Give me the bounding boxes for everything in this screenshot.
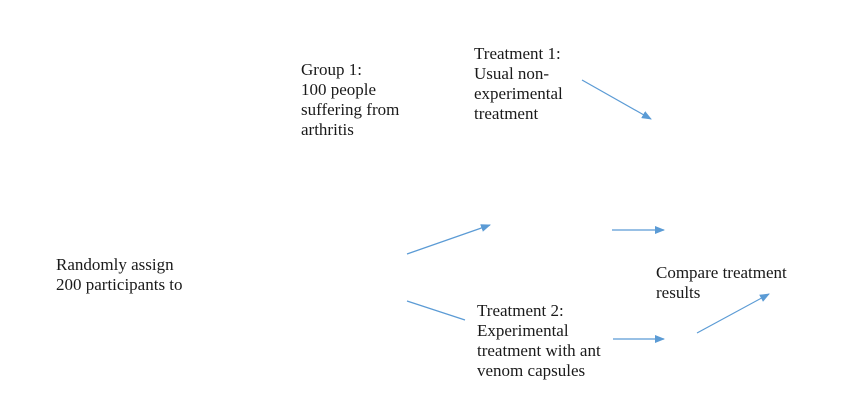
node-randomly-assign: Randomly assign 200 participants to bbox=[56, 255, 183, 295]
arrow-up-to-compare bbox=[696, 293, 770, 334]
node-treatment-2: Treatment 2: Experimental treatment with… bbox=[477, 301, 601, 381]
node-treatment-2-line-4: venom capsules bbox=[477, 361, 586, 380]
node-treatment-1-line-3: experimental bbox=[474, 84, 563, 103]
node-treatment-1-line-1: Treatment 1: bbox=[474, 44, 561, 63]
node-compare-results-line-1: Compare treatment bbox=[656, 263, 787, 282]
node-group-1-line-1: Group 1: bbox=[301, 60, 362, 79]
node-treatment-2-line-2: Experimental bbox=[477, 321, 569, 340]
node-group-1-line-4: arthritis bbox=[301, 120, 354, 139]
arrow-treatment1-to-compare bbox=[581, 79, 652, 120]
node-group-1-line-3: suffering from bbox=[301, 100, 400, 119]
node-compare-results: Compare treatment results bbox=[656, 263, 787, 303]
node-group-1-line-2: 100 people bbox=[301, 80, 377, 99]
line-assign-to-treatment2 bbox=[406, 300, 466, 321]
node-randomly-assign-line-2: 200 participants to bbox=[56, 275, 183, 294]
node-treatment-2-line-1: Treatment 2: bbox=[477, 301, 564, 320]
node-treatment-1-line-4: treatment bbox=[474, 104, 539, 123]
node-group-1: Group 1: 100 people suffering from arthr… bbox=[301, 60, 399, 140]
node-compare-results-line-2: results bbox=[656, 283, 701, 302]
node-treatment-1-line-2: Usual non- bbox=[474, 64, 550, 83]
node-treatment-2-line-3: treatment with ant bbox=[477, 341, 601, 360]
node-treatment-1: Treatment 1: Usual non- experimental tre… bbox=[474, 44, 563, 124]
node-randomly-assign-line-1: Randomly assign bbox=[56, 255, 174, 274]
arrow-assign-to-group1 bbox=[406, 224, 491, 255]
